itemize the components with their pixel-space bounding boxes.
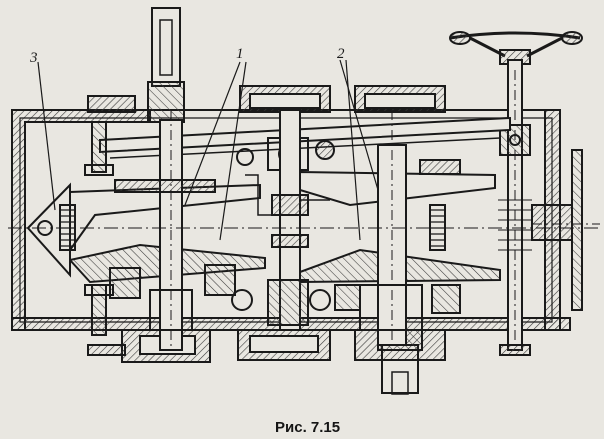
input-shaft — [147, 7, 185, 123]
label-part-1: 1 — [236, 46, 244, 62]
figure-caption: Рис. 7.15 — [275, 419, 340, 436]
label-part-3: 3 — [29, 50, 38, 66]
center-linkage — [231, 109, 331, 331]
leader-lines — [37, 59, 379, 241]
label-part-2: 2 — [337, 46, 345, 62]
housing-bolts — [84, 121, 114, 336]
handwheel — [449, 31, 583, 356]
right-indicator — [531, 149, 600, 311]
right-variator — [299, 110, 501, 350]
